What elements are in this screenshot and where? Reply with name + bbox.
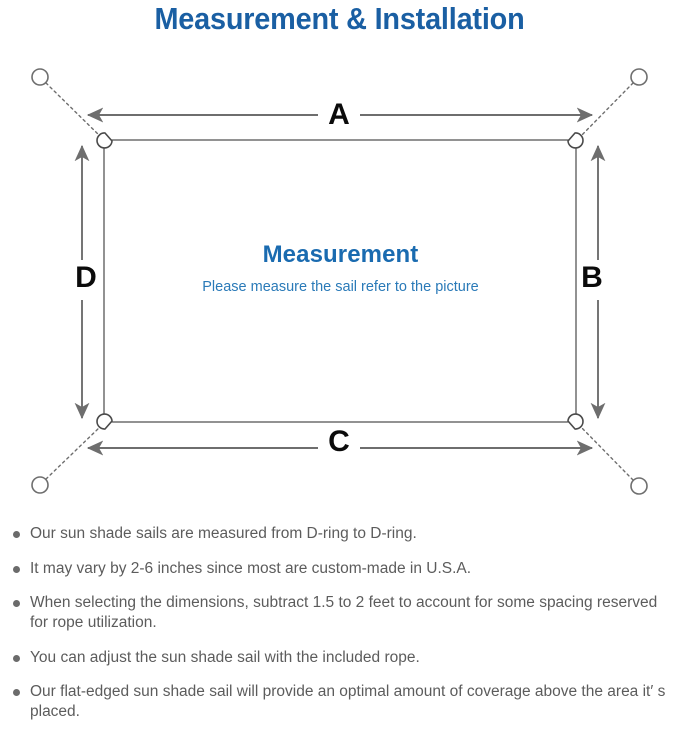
- sail-diagram-svg: [31, 68, 648, 495]
- bullet-icon: [13, 689, 20, 697]
- note-text: Our flat-edged sun shade sail will provi…: [30, 683, 666, 721]
- anchor-point-top-right: [630, 68, 648, 86]
- d-ring-bottom-left: [96, 413, 113, 430]
- dimension-label-a: A: [328, 98, 350, 131]
- bullet-icon: [13, 600, 20, 608]
- anchor-points: [31, 68, 648, 495]
- note-item: Our sun shade sails are measured from D-…: [0, 524, 679, 544]
- page-title: Measurement & Installation: [154, 1, 525, 36]
- note-item: It may vary by 2-6 inches since most are…: [0, 559, 679, 579]
- dimension-label-d: D: [75, 261, 97, 294]
- sail-diagram: A B C D Measurement Please measure the s…: [0, 48, 679, 518]
- dimension-label-c: C: [328, 425, 350, 458]
- d-ring-top-right: [567, 132, 584, 149]
- bullet-icon: [13, 654, 20, 662]
- diagram-center-subtitle: Please measure the sail refer to the pic…: [202, 279, 479, 295]
- note-text: It may vary by 2-6 inches since most are…: [30, 559, 472, 577]
- note-item: When selecting the dimensions, subtract …: [0, 593, 679, 632]
- rope-top-left: [45, 82, 102, 138]
- diagram-center-title: Measurement: [262, 241, 419, 268]
- d-ring-top-left: [96, 132, 113, 149]
- note-text: When selecting the dimensions, subtract …: [30, 594, 658, 632]
- bullet-icon: [13, 531, 20, 538]
- note-item: You can adjust the sun shade sail with t…: [0, 648, 679, 668]
- rope-top-right: [579, 82, 634, 138]
- notes-list: Our sun shade sails are measured from D-…: [0, 524, 679, 737]
- note-text: You can adjust the sun shade sail with t…: [30, 648, 420, 666]
- anchor-point-bottom-right: [630, 477, 648, 495]
- note-text: Our sun shade sails are measured from D-…: [30, 525, 417, 542]
- bullet-icon: [13, 565, 20, 573]
- anchor-point-top-left: [31, 68, 49, 86]
- rope-bottom-right: [579, 425, 634, 481]
- anchor-point-bottom-left: [31, 476, 49, 494]
- dimension-label-b: B: [581, 261, 603, 294]
- note-item: Our flat-edged sun shade sail will provi…: [0, 682, 679, 721]
- sail-outline: [103, 139, 577, 423]
- d-ring-bottom-right: [567, 413, 584, 430]
- d-rings: [96, 132, 584, 430]
- rope-lines: [45, 82, 634, 481]
- rope-bottom-left: [45, 425, 102, 480]
